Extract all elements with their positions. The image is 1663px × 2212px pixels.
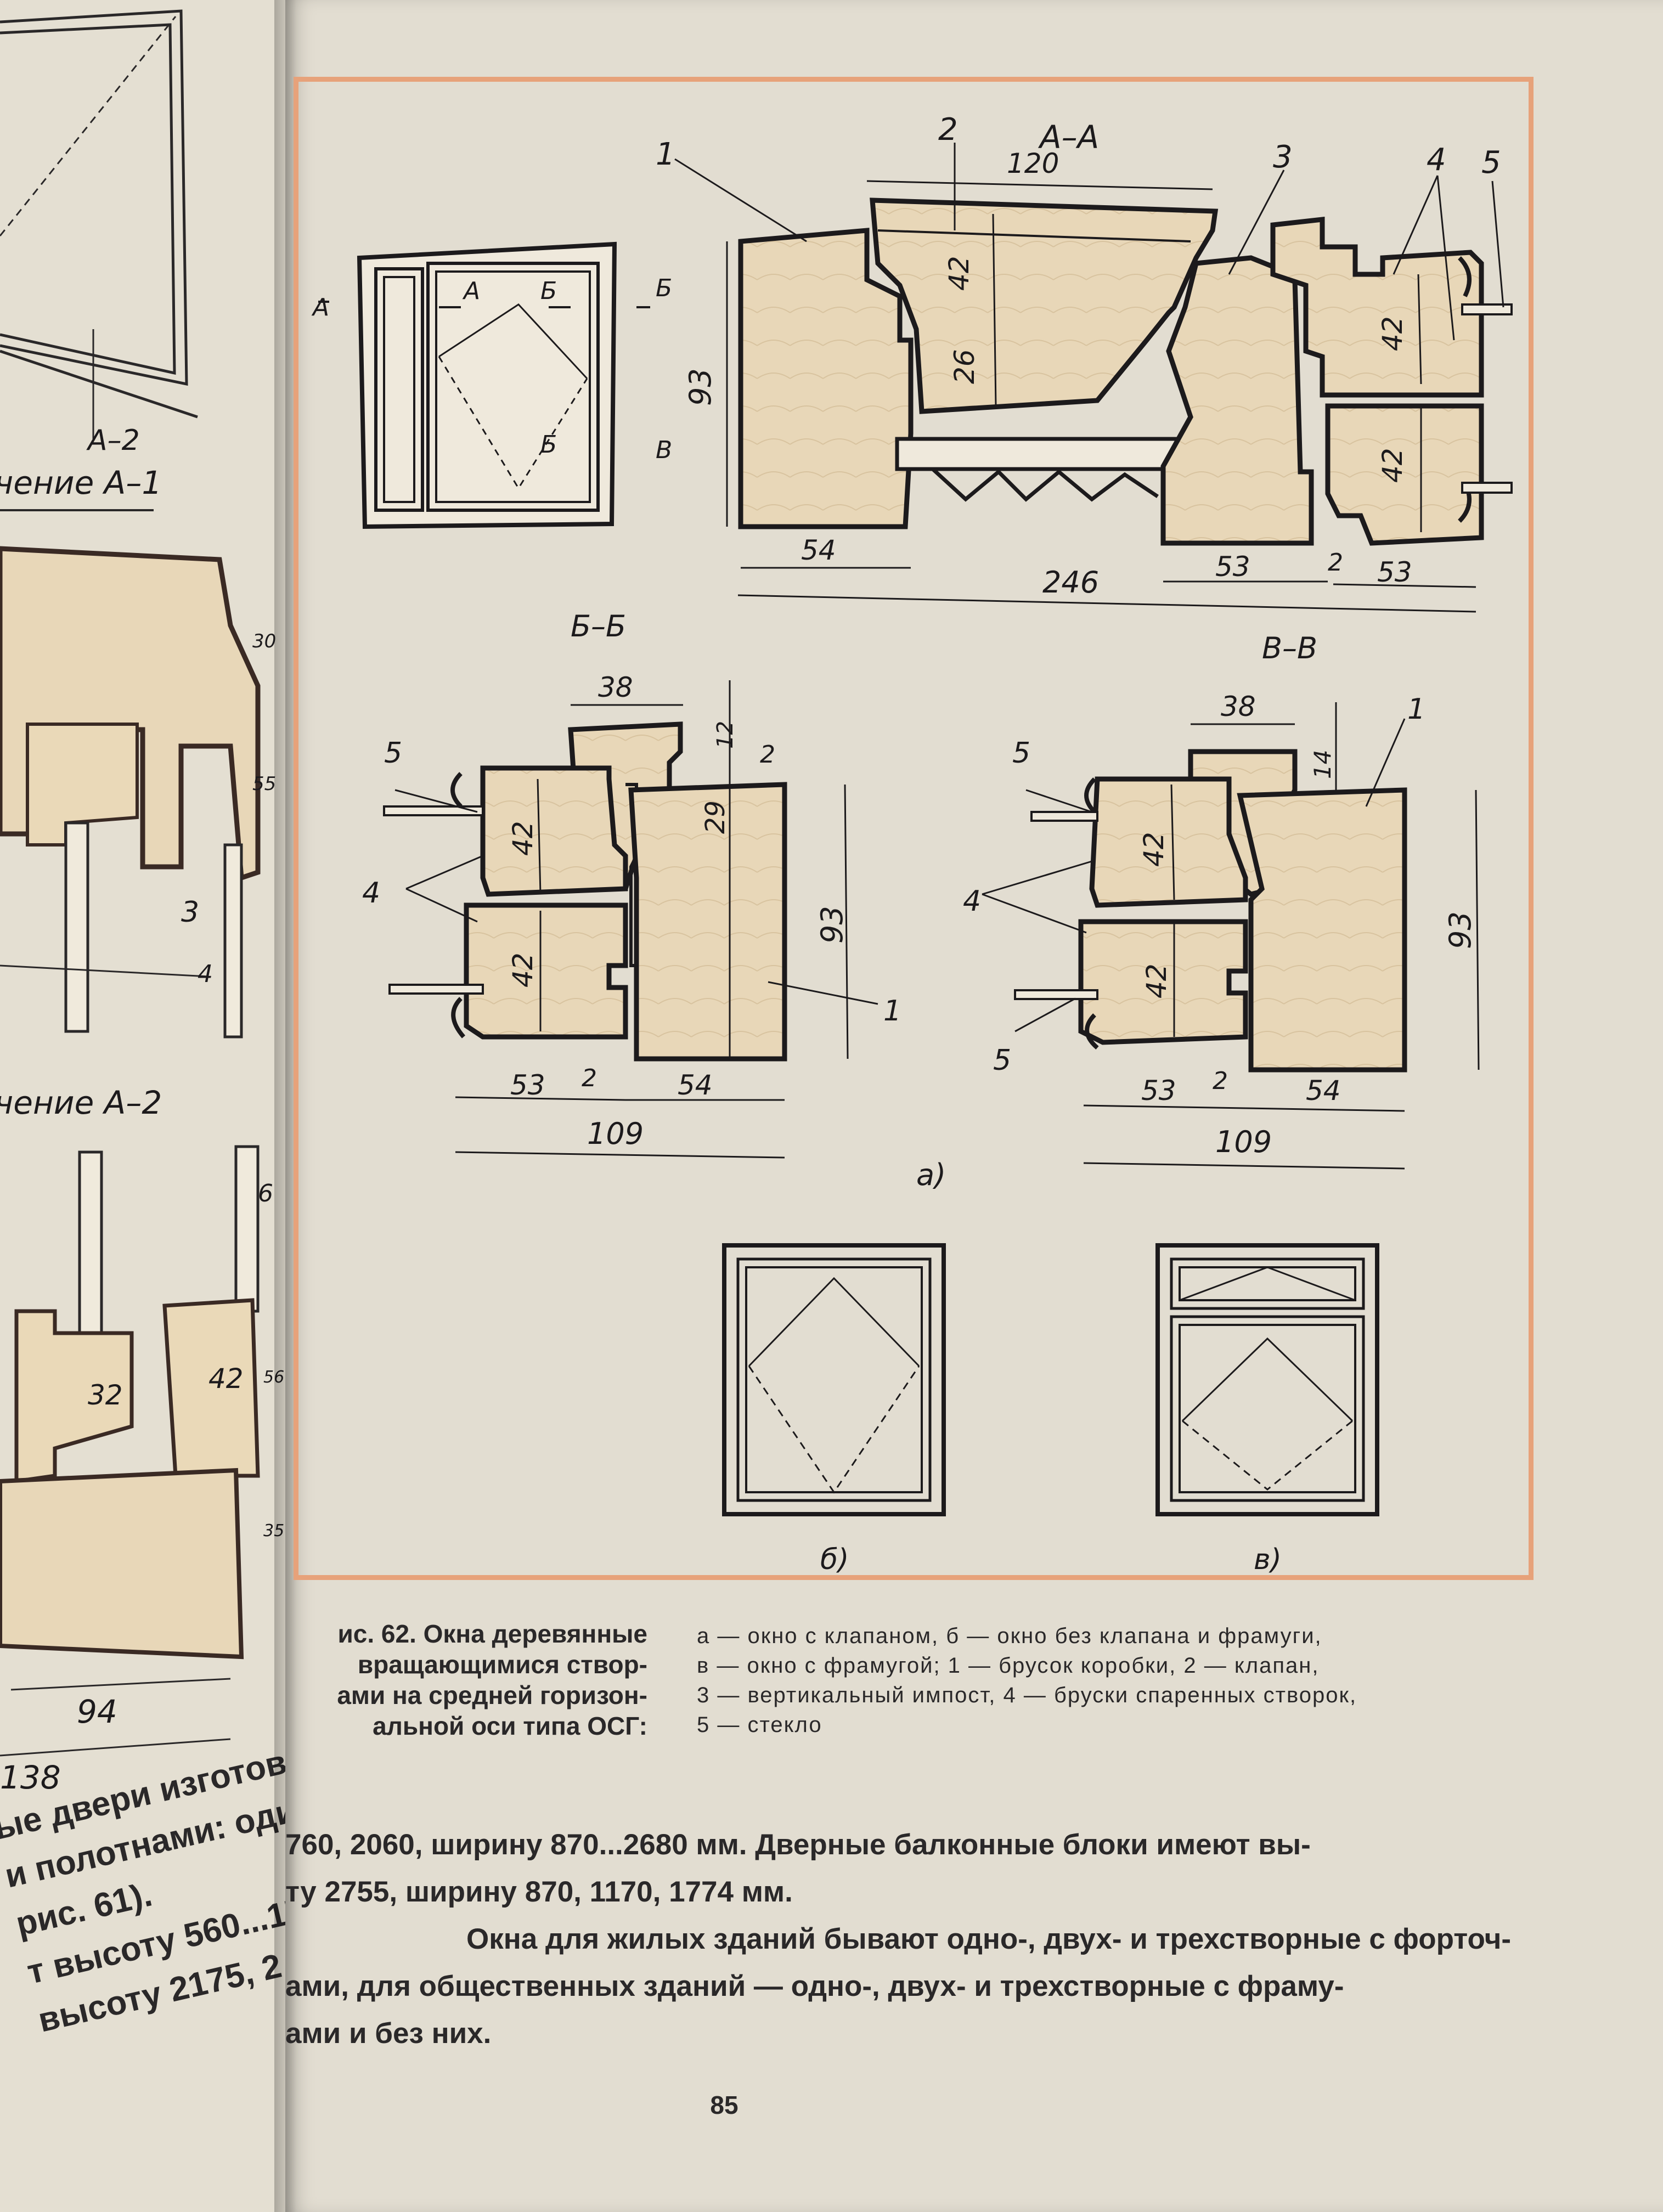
bb-dim-2: 2 bbox=[582, 1064, 597, 1092]
aa-dim-42c: 42 bbox=[1377, 448, 1408, 483]
caption-title-line: альной оси типа ОСГ: bbox=[373, 1712, 647, 1740]
aa-dim-42b: 42 bbox=[1377, 316, 1408, 351]
left-dim-55: 55 bbox=[252, 773, 276, 795]
figure-caption-title: ис. 62. Окна деревянные вращающимися ств… bbox=[291, 1618, 647, 1741]
body-line: 760, 2060, ширину 870...2680 мм. Дверные… bbox=[285, 1829, 1311, 1861]
body-line: ами и без них. bbox=[285, 2017, 492, 2050]
left-label-a2: А–2 bbox=[86, 424, 140, 457]
left-dim-56: 56 bbox=[263, 1368, 284, 1387]
left-dim-30: 30 bbox=[252, 630, 276, 652]
bb-dim-54: 54 bbox=[678, 1069, 713, 1101]
bb-dim-42a: 42 bbox=[507, 821, 539, 856]
body-line: ту 2755, ширину 870, 1170, 1774 мм. bbox=[285, 1876, 793, 1908]
body-text: 760, 2060, ширину 870...2680 мм. Дверные… bbox=[285, 1821, 1525, 2057]
aa-callout-5: 5 bbox=[1481, 145, 1501, 180]
aa-callout-1: 1 bbox=[656, 137, 675, 172]
aa-dim-53b: 53 bbox=[1377, 556, 1412, 588]
left-dim-6: 6 bbox=[258, 1180, 273, 1207]
left-dim-35: 35 bbox=[263, 1521, 284, 1541]
left-page-drawing: А–2 чение А–1 чение А–2 30 55 3 4 6 32 4… bbox=[0, 9, 284, 1796]
vv-callout-4: 4 bbox=[963, 885, 981, 918]
thumb-label-b-right: Б bbox=[656, 274, 672, 302]
label-v: в) bbox=[1254, 1543, 1282, 1576]
figure-caption-legend: а — окно с клапаном, б — окно без клапан… bbox=[697, 1621, 1520, 1740]
aa-dim-53a: 53 bbox=[1215, 551, 1250, 583]
book-gutter bbox=[274, 0, 296, 2212]
left-dim-94: 94 bbox=[77, 1693, 117, 1730]
section-aa: А–А bbox=[571, 112, 1513, 665]
label-a: а) bbox=[916, 1158, 946, 1192]
body-line: ами, для общественных зданий — одно-, дв… bbox=[285, 1970, 1344, 2002]
label-bb: Б–Б bbox=[571, 609, 626, 644]
thumb-label-b-top: Б bbox=[540, 277, 557, 305]
aa-dim-246: 246 bbox=[1042, 565, 1099, 600]
aa-dim-54: 54 bbox=[801, 534, 836, 566]
thumb-label-b-bottom: Б bbox=[540, 431, 557, 459]
bb-dim-42b: 42 bbox=[507, 952, 539, 988]
left-dim-42: 42 bbox=[208, 1363, 244, 1395]
aa-dim-42: 42 bbox=[943, 256, 975, 291]
aa-callout-4: 4 bbox=[1427, 142, 1446, 178]
vv-dim-2: 2 bbox=[1213, 1067, 1228, 1095]
bb-dim-2-top: 2 bbox=[760, 741, 775, 769]
caption-title-line: ис. 62. Окна деревянные bbox=[337, 1620, 647, 1648]
left-section-a1: чение А–1 bbox=[0, 464, 162, 501]
left-dim-138: 138 bbox=[0, 1759, 61, 1796]
vv-dim-109: 109 bbox=[1215, 1125, 1272, 1159]
vv-callout-1: 1 bbox=[1407, 693, 1425, 726]
vv-dim-54: 54 bbox=[1306, 1075, 1341, 1107]
label-b: б) bbox=[820, 1543, 849, 1576]
bb-callout-5: 5 bbox=[384, 737, 402, 770]
aa-callout-2: 2 bbox=[938, 112, 958, 148]
left-dim-4: 4 bbox=[198, 960, 213, 988]
aa-dim-93: 93 bbox=[683, 368, 718, 406]
bb-dim-109: 109 bbox=[587, 1116, 644, 1151]
bb-callout-4: 4 bbox=[362, 877, 380, 910]
vv-callout-5b: 5 bbox=[993, 1044, 1011, 1077]
thumb-label-v-right: В bbox=[656, 436, 672, 464]
figure-frame bbox=[294, 77, 1534, 1580]
caption-legend-line: в — окно с фрамугой; 1 — брусок коробки,… bbox=[697, 1654, 1320, 1678]
vv-dim-93: 93 bbox=[1443, 911, 1478, 949]
caption-legend-line: а — окно с клапаном, б — окно без клапан… bbox=[697, 1624, 1322, 1648]
aa-callout-3: 3 bbox=[1273, 139, 1293, 175]
aa-dim-2: 2 bbox=[1328, 549, 1343, 577]
window-b: б) bbox=[722, 1243, 946, 1576]
left-dim-32: 32 bbox=[88, 1379, 123, 1411]
thumb-label-a-right: А bbox=[462, 277, 480, 305]
bb-dim-38: 38 bbox=[598, 672, 633, 703]
label-vv: В–В bbox=[1262, 631, 1317, 665]
bb-dim-93: 93 bbox=[815, 906, 849, 944]
section-vv: 38 14 42 42 93 53 2 54 109 5 4 5 1 а) bbox=[916, 691, 1480, 1192]
vv-dim-42a: 42 bbox=[1138, 832, 1170, 867]
left-dim-3: 3 bbox=[181, 896, 199, 929]
bb-dim-53: 53 bbox=[510, 1069, 545, 1101]
left-page: А–2 чение А–1 чение А–2 30 55 3 4 6 32 4… bbox=[0, 0, 285, 2212]
bb-dim-29: 29 bbox=[700, 800, 731, 834]
page-number: 85 bbox=[710, 2091, 739, 2119]
aa-dim-120: 120 bbox=[1007, 148, 1059, 179]
bb-dim-12: 12 bbox=[713, 721, 738, 749]
vv-callout-5a: 5 bbox=[1012, 737, 1030, 770]
caption-title-line: вращающимися створ- bbox=[357, 1650, 647, 1679]
window-v: в) bbox=[1155, 1243, 1379, 1576]
label-aa: А–А bbox=[1038, 119, 1099, 156]
section-bb: 38 12 2 29 42 42 93 53 2 54 109 5 4 1 bbox=[362, 672, 901, 1159]
vv-dim-42b: 42 bbox=[1141, 963, 1172, 998]
bb-callout-1: 1 bbox=[883, 995, 901, 1028]
body-line: Окна для жилых зданий бывают одно-, двух… bbox=[466, 1923, 1512, 1955]
caption-title-line: ами на средней горизон- bbox=[337, 1681, 647, 1709]
caption-legend-line: 3 — вертикальный импост, 4 — бруски спар… bbox=[697, 1683, 1357, 1707]
window-thumbnail: А А Б Б Б В bbox=[311, 241, 672, 529]
aa-dim-26: 26 bbox=[949, 349, 980, 384]
thumb-label-a-left: А bbox=[311, 294, 329, 321]
vv-dim-53: 53 bbox=[1141, 1075, 1176, 1107]
caption-legend-line: 5 — стекло bbox=[697, 1713, 822, 1737]
left-section-a2: чение А–2 bbox=[0, 1084, 162, 1121]
vv-dim-38: 38 bbox=[1221, 691, 1256, 723]
vv-dim-14: 14 bbox=[1309, 750, 1336, 779]
